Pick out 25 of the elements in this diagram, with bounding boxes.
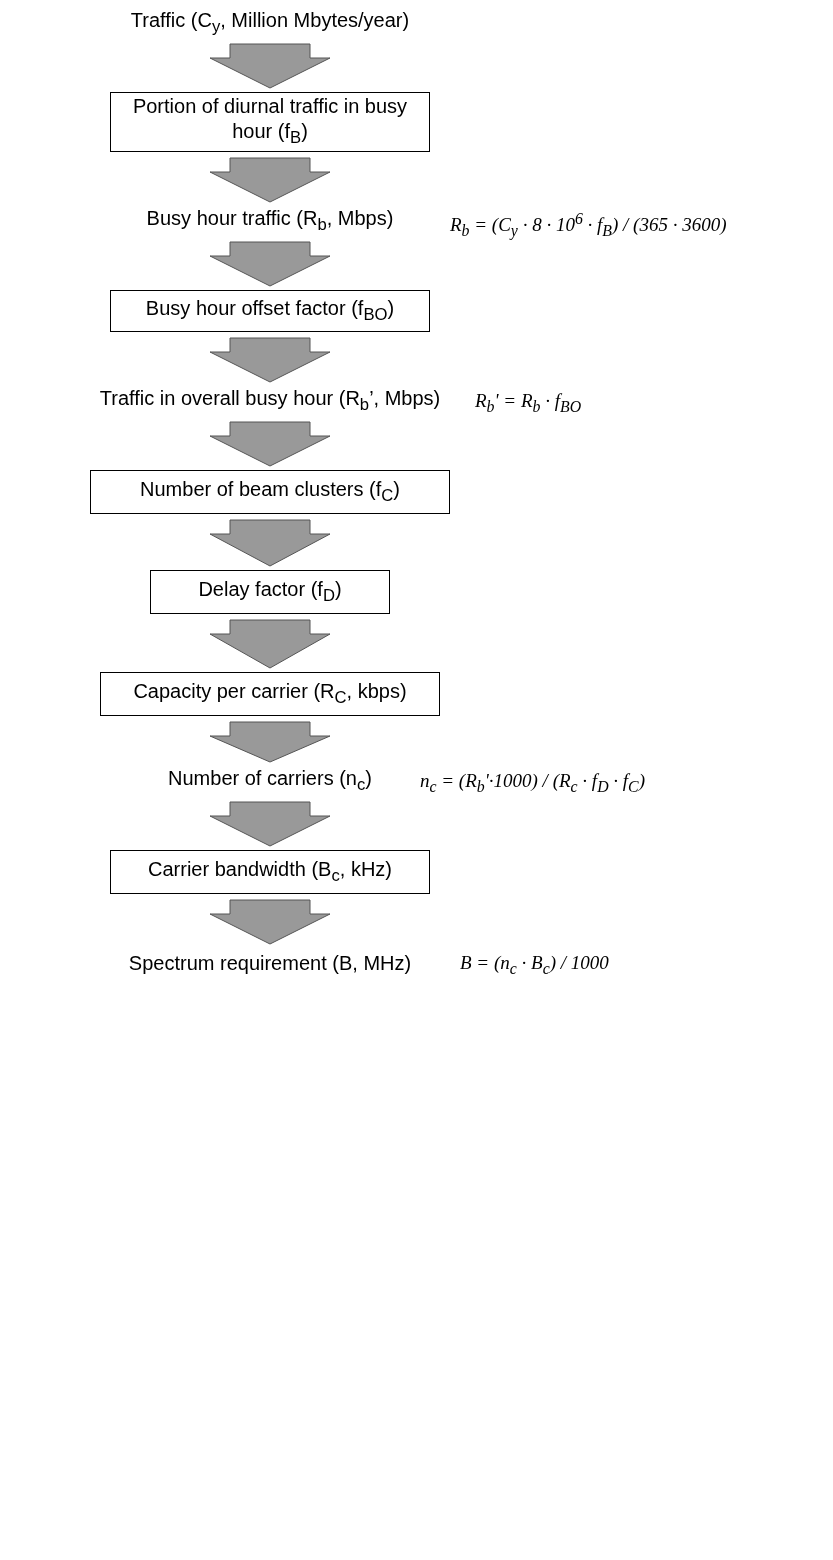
block-arrow	[209, 43, 331, 89]
process-box: Carrier bandwidth (B$_{c}$, kHz)	[110, 850, 430, 894]
process-box: Capacity per carrier (R$_{C}$, kbps)	[100, 672, 440, 716]
quantity-text: Number of carriers (n$_{c}$)	[150, 766, 390, 796]
formula: n$_{c}$ = (R$_{b}$'·1000) / (R$_{c}$ · f$_{D}$ · f$_{C}$)	[420, 770, 645, 796]
process-box: Busy hour offset factor (f$_{BO}$)	[110, 290, 430, 332]
block-arrow	[209, 721, 331, 763]
block-arrow	[209, 801, 331, 847]
process-box: Delay factor (f$_{D}$)	[150, 570, 390, 614]
block-arrow	[209, 337, 331, 383]
block-arrow	[209, 519, 331, 567]
quantity-text: Spectrum requirement (B, MHz)	[110, 948, 430, 978]
block-arrow	[209, 157, 331, 203]
formula: B = (n$_{c}$ · B$_{c}$) / 1000	[460, 952, 609, 978]
formula: R$_{b}$' = R$_{b}$ · f$_{BO}$	[475, 390, 582, 416]
block-arrow	[209, 241, 331, 287]
process-box: Portion of diurnal traffic in busy hour (f$_{B}$)	[110, 92, 430, 152]
process-box: Number of beam clusters (f$_{C}$)	[90, 470, 450, 514]
block-arrow	[209, 899, 331, 945]
formula: R$_{b}$ = (C$_{y}$ · 8 · 10$^{6}$ · f$_{B}$) / (365 · 3600)	[450, 210, 727, 241]
quantity-text: Traffic in overall busy hour (R$_{b}$’, Mbps)	[95, 386, 445, 416]
quantity-text: Traffic (C$_{y}$, Million Mbytes/year)	[70, 8, 470, 38]
quantity-text: Busy hour traffic (R$_{b}$, Mbps)	[120, 206, 420, 236]
block-arrow	[209, 421, 331, 467]
block-arrow	[209, 619, 331, 669]
